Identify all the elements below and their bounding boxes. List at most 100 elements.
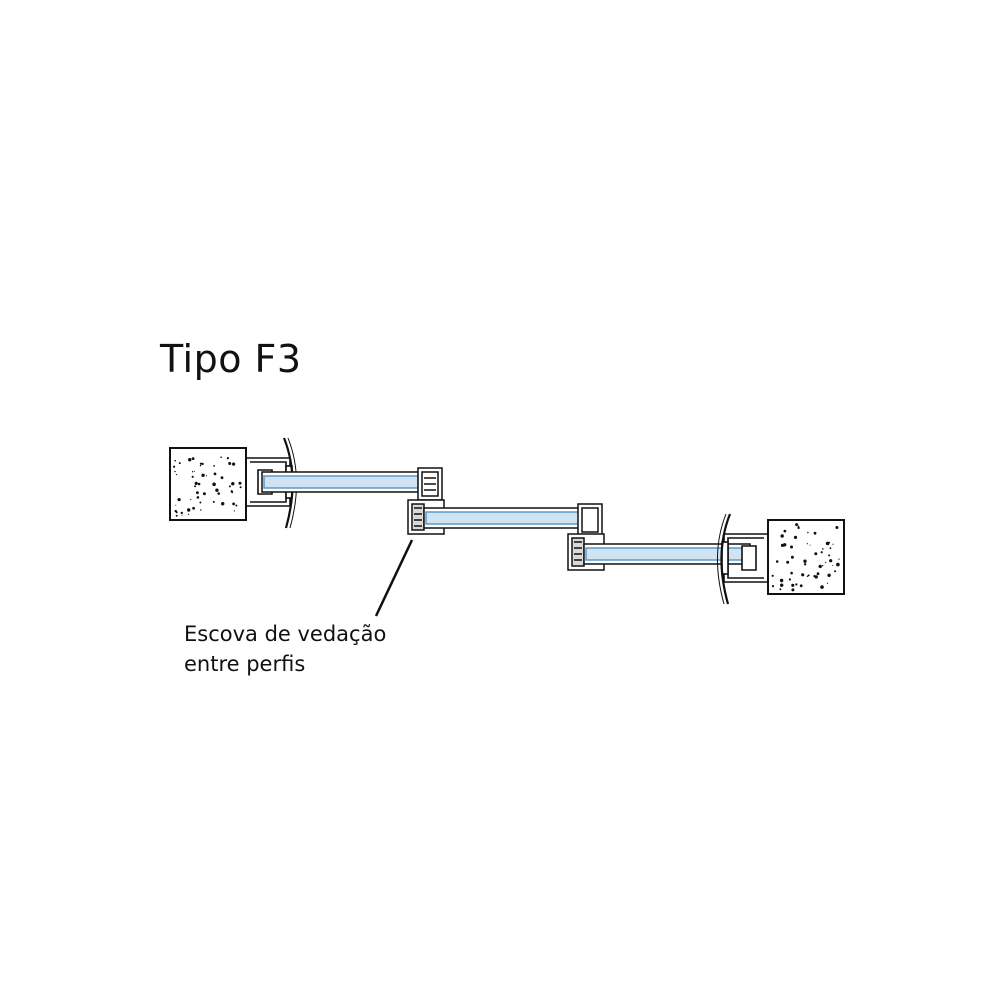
aggregate-dot bbox=[213, 472, 217, 476]
panel-2-end-profile bbox=[577, 503, 603, 537]
aggregate-dot bbox=[213, 465, 216, 467]
aggregate-dot bbox=[803, 559, 807, 563]
aggregate-dot bbox=[212, 482, 216, 487]
aggregate-dot bbox=[780, 583, 784, 587]
aggregate-dot bbox=[205, 475, 208, 477]
aggregate-dot bbox=[196, 491, 199, 495]
callout-label-line-1: Escova de vedação bbox=[184, 622, 387, 646]
aggregate-dot bbox=[799, 584, 803, 588]
aggregate-dot bbox=[775, 560, 779, 563]
aggregate-dot bbox=[825, 561, 827, 564]
aggregate-dot bbox=[212, 500, 215, 503]
aggregate-dot bbox=[779, 578, 784, 583]
aggregate-dot bbox=[228, 462, 232, 465]
aggregate-dot bbox=[827, 573, 831, 577]
aggregate-dot bbox=[194, 481, 198, 485]
aggregate-dot bbox=[200, 509, 202, 511]
aggregate-dot bbox=[836, 562, 840, 567]
aggregate-dot bbox=[190, 498, 192, 500]
aggregate-dot bbox=[233, 510, 236, 512]
aggregate-dot bbox=[834, 570, 837, 573]
aggregate-dot bbox=[239, 486, 242, 489]
aggregate-dot bbox=[231, 482, 235, 486]
aggregate-dot bbox=[806, 543, 809, 545]
aggregate-dot bbox=[820, 551, 823, 554]
aggregate-dot bbox=[175, 474, 178, 476]
aggregate-dot bbox=[838, 558, 840, 560]
callout-label: Escova de vedação entre perfis bbox=[184, 619, 386, 679]
aggregate-dot bbox=[192, 506, 196, 510]
aggregate-dot bbox=[822, 565, 824, 567]
aggregate-dot bbox=[829, 547, 832, 550]
aggregate-dot bbox=[231, 491, 234, 494]
aggregate-dot bbox=[779, 588, 782, 591]
aggregate-dot bbox=[177, 498, 181, 502]
callout-leader-line bbox=[374, 539, 414, 617]
aggregate-dot bbox=[235, 504, 238, 507]
aggregate-dot bbox=[188, 458, 192, 462]
aggregate-dot bbox=[191, 457, 195, 460]
aggregate-dot bbox=[174, 509, 177, 513]
aggregate-dot bbox=[826, 582, 829, 584]
diagram-title: Tipo F3 bbox=[160, 337, 302, 381]
glass-panel-1 bbox=[261, 471, 421, 493]
aggregate-dot bbox=[797, 525, 800, 528]
aggregate-dot bbox=[791, 588, 795, 592]
aggregate-dot bbox=[181, 514, 183, 516]
aggregate-dot bbox=[232, 462, 236, 466]
aggregate-dot bbox=[199, 462, 202, 465]
aggregate-dot bbox=[797, 526, 800, 530]
concrete-aggregate bbox=[771, 523, 840, 592]
aggregate-dot bbox=[201, 462, 204, 466]
callout-label-line-2: entre perfis bbox=[184, 652, 306, 676]
aggregate-dot bbox=[818, 564, 822, 569]
aggregate-dot bbox=[174, 459, 176, 462]
aggregate-dot bbox=[825, 541, 830, 546]
aggregate-dot bbox=[226, 457, 229, 460]
aggregate-dot bbox=[828, 554, 831, 557]
aggregate-dot bbox=[199, 465, 202, 467]
aggregate-dot bbox=[832, 565, 834, 567]
aggregate-dot bbox=[813, 531, 817, 535]
right-concrete-block bbox=[767, 519, 845, 595]
right-wall-profile bbox=[717, 513, 768, 605]
aggregate-dot bbox=[175, 514, 178, 517]
aggregate-dot bbox=[238, 481, 242, 485]
aggregate-dot bbox=[786, 560, 790, 564]
aggregate-dot bbox=[201, 473, 205, 477]
aggregate-dot bbox=[816, 572, 820, 576]
aggregate-dot bbox=[813, 575, 816, 578]
aggregate-dot bbox=[199, 501, 202, 504]
aggregate-dot bbox=[771, 585, 775, 588]
aggregate-dot bbox=[188, 513, 190, 516]
glass-panel-2 bbox=[423, 507, 583, 529]
aggregate-dot bbox=[780, 543, 785, 548]
aggregate-dot bbox=[809, 544, 811, 546]
aggregate-dot bbox=[228, 485, 231, 488]
aggregate-dot bbox=[197, 482, 201, 486]
aggregate-dot bbox=[215, 488, 219, 492]
aggregate-dot bbox=[788, 578, 792, 581]
aggregate-dot bbox=[793, 535, 798, 540]
aggregate-dot bbox=[795, 583, 798, 586]
aggregate-dot bbox=[220, 476, 224, 480]
aggregate-dot bbox=[194, 485, 197, 488]
aggregate-dot bbox=[175, 504, 177, 506]
aggregate-dot bbox=[187, 508, 191, 512]
aggregate-dot bbox=[220, 456, 222, 459]
aggregate-dot bbox=[232, 502, 236, 506]
aggregate-dot bbox=[180, 511, 183, 515]
aggregate-dot bbox=[196, 496, 200, 499]
aggregate-dot bbox=[191, 471, 194, 473]
aggregate-dot bbox=[174, 470, 176, 473]
concrete-aggregate bbox=[173, 456, 242, 517]
aggregate-dot bbox=[178, 462, 181, 465]
aggregate-dot bbox=[829, 559, 833, 563]
aggregate-dot bbox=[191, 475, 194, 478]
aggregate-dot bbox=[790, 571, 793, 575]
glass-panel-3 bbox=[583, 543, 751, 565]
aggregate-dot bbox=[803, 563, 807, 566]
aggregate-dot bbox=[806, 575, 809, 577]
aggregate-dot bbox=[194, 470, 195, 472]
